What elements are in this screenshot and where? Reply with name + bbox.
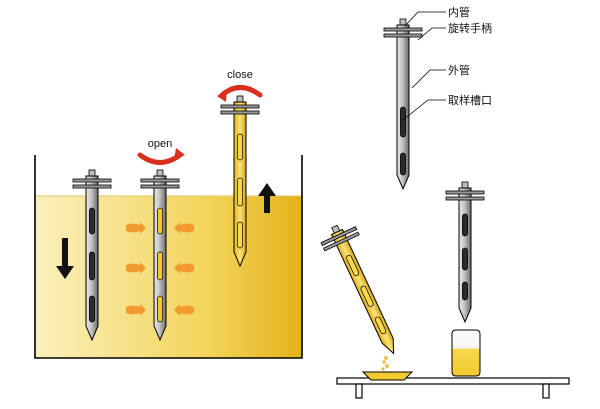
- open-rotate-arrow-icon: [137, 148, 185, 165]
- label-outer-tube: 外管: [448, 63, 470, 77]
- sampling-slot: [237, 221, 243, 249]
- open-label: open: [148, 138, 172, 150]
- sampling-slot: [237, 177, 243, 207]
- rotate-handle: [72, 184, 112, 189]
- inflow-arrow-icon: [174, 304, 194, 316]
- sampling-slot: [157, 251, 163, 281]
- up-arrow-icon: [258, 183, 276, 213]
- inflow-arrow-icon: [126, 262, 146, 274]
- close-rotate-arrow-icon: [217, 85, 263, 102]
- probe-insert: [72, 169, 112, 342]
- rotate-handle: [320, 226, 358, 246]
- down-arrow-icon: [56, 238, 74, 279]
- inflow-arrows: [126, 222, 194, 316]
- sampling-slot: [89, 207, 95, 235]
- sampling-slot: [157, 295, 163, 323]
- sampling-slot: [462, 213, 468, 237]
- probe-pouring: [320, 224, 395, 355]
- probe-labelled: [383, 18, 423, 191]
- label-rotate-handle: 旋转手柄: [448, 21, 492, 35]
- sampling-slot: [462, 281, 468, 301]
- rotate-handle: [445, 196, 485, 201]
- sampling-slot: [360, 285, 374, 307]
- rotate-handle: [445, 190, 485, 195]
- inflow-arrow-icon: [126, 304, 146, 316]
- sampling-slot: [400, 106, 406, 138]
- container-wall: [34, 155, 303, 359]
- sampling-slot: [462, 247, 468, 271]
- close-label: close: [227, 69, 253, 81]
- sampling-slot: [400, 152, 406, 176]
- bench: [336, 377, 570, 399]
- probe-close: [220, 95, 260, 268]
- sampling-slot: [237, 133, 243, 161]
- leader-lines: [402, 11, 446, 121]
- sampling-slot: [374, 316, 387, 335]
- rotate-handle: [323, 231, 360, 252]
- poured-drops: [381, 356, 389, 371]
- sample-tray: [361, 371, 414, 381]
- label-inner-tube: 内管: [448, 5, 470, 19]
- rotate-handle: [72, 178, 112, 183]
- inflow-arrow-icon: [126, 222, 146, 234]
- sampling-slot: [346, 254, 360, 277]
- probe-upright: [445, 181, 485, 324]
- rotate-handle: [383, 33, 423, 38]
- inflow-arrow-icon: [174, 222, 194, 234]
- sample-bottle: [451, 329, 481, 377]
- sampling-slot: [89, 295, 95, 323]
- rotate-handle: [140, 184, 180, 189]
- probe-open: [140, 169, 180, 342]
- inflow-arrow-icon: [174, 262, 194, 274]
- rotate-handle: [140, 178, 180, 183]
- rotate-handle: [220, 110, 260, 115]
- sampling-slot: [157, 207, 163, 235]
- liquid: [35, 196, 302, 358]
- rotate-handle: [220, 104, 260, 109]
- container: [34, 155, 303, 359]
- label-sampling-slot: 取样槽口: [448, 93, 492, 107]
- sampling-slot: [89, 251, 95, 281]
- rotate-handle: [383, 27, 423, 32]
